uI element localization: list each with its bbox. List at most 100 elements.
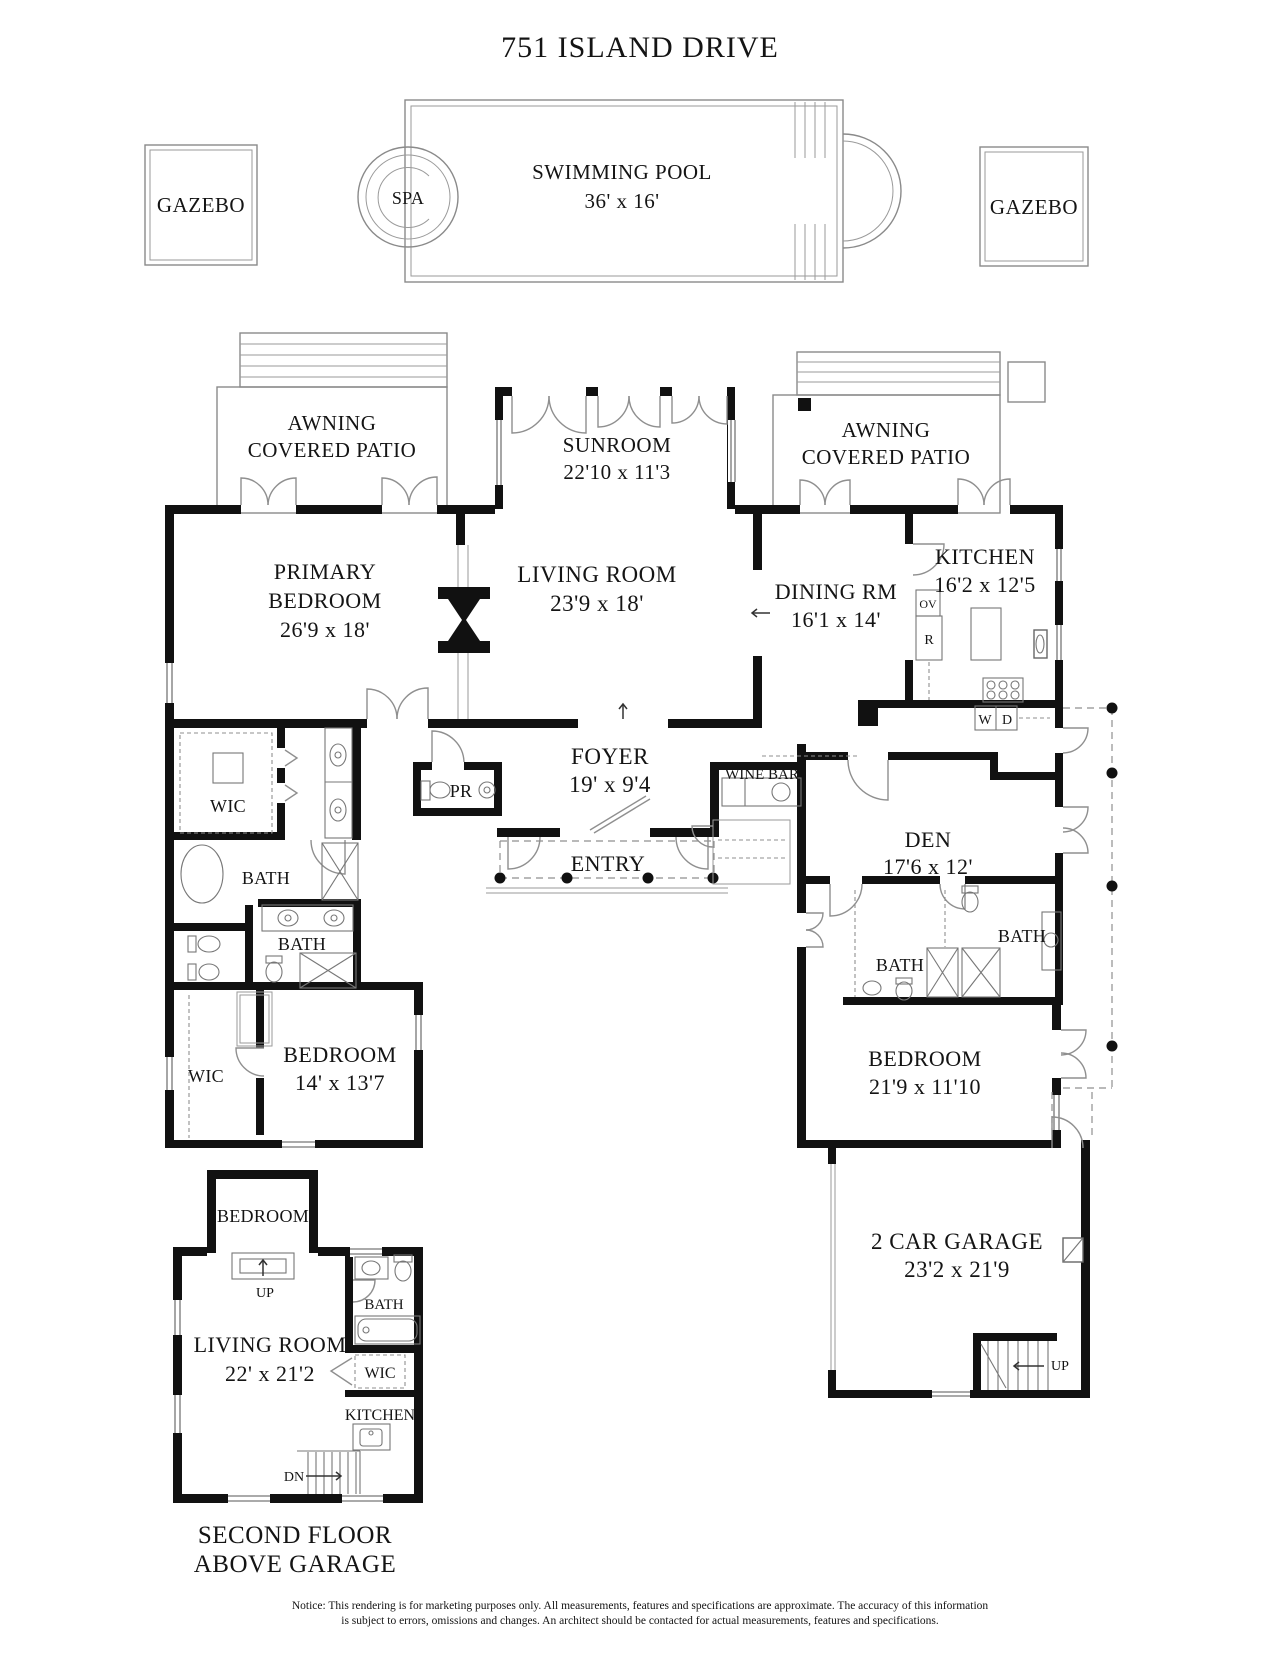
awning-patio-right-shape bbox=[1007, 361, 1046, 403]
windows-shape bbox=[1054, 549, 1064, 581]
walls-shape bbox=[165, 923, 253, 931]
windows-shape bbox=[494, 420, 504, 485]
awning-patio-right-shape bbox=[796, 351, 1001, 396]
gazebo-left-shape bbox=[144, 144, 258, 266]
hall-bath-fixtures-shape bbox=[265, 955, 283, 964]
den-label: DEN bbox=[905, 827, 952, 852]
laundry-fixtures: W D bbox=[974, 705, 1018, 731]
doors-shape bbox=[1062, 727, 1089, 754]
right-bath-fixtures-shape bbox=[961, 885, 979, 894]
doors-shape bbox=[589, 795, 647, 831]
walls-shape bbox=[165, 982, 423, 990]
direction-arrows-shape bbox=[258, 1258, 268, 1266]
powder-room-fixtures-shape bbox=[483, 786, 491, 794]
unit-fixtures-shape bbox=[394, 1260, 412, 1282]
direction-arrows-shape bbox=[335, 1471, 343, 1481]
walls-shape bbox=[277, 803, 285, 840]
primary-bath-fixtures bbox=[179, 727, 359, 981]
right-bath-fixtures-shape bbox=[926, 947, 959, 998]
windows-shape bbox=[172, 1300, 183, 1335]
windows-shape-shape bbox=[932, 1389, 970, 1399]
doors-shape bbox=[511, 395, 550, 434]
walls-shape bbox=[1055, 505, 1063, 728]
dining-room-dims: 16'1 x 14' bbox=[791, 607, 881, 632]
kitchen-fixtures-shape bbox=[1010, 680, 1020, 690]
walls-shape bbox=[1055, 853, 1063, 1005]
walls-shape bbox=[1010, 505, 1063, 514]
foyer-dims: 19' x 9'4 bbox=[569, 772, 651, 797]
walls-shape bbox=[428, 719, 578, 728]
walls-shape bbox=[413, 762, 432, 770]
unit-fixtures-shape bbox=[357, 1318, 418, 1342]
primary-bath-fixtures-shape bbox=[334, 806, 342, 814]
walls-shape bbox=[277, 768, 285, 783]
awning-patio-right: AWNING COVERED PATIO bbox=[772, 351, 1046, 514]
unit-fixtures-shape bbox=[354, 1315, 421, 1345]
walls-shape bbox=[1055, 753, 1063, 807]
unit-wic-label: WIC bbox=[364, 1365, 395, 1382]
walls-shape bbox=[753, 514, 762, 570]
fireplace-shape bbox=[438, 587, 490, 599]
walls-shape bbox=[207, 1170, 216, 1253]
swimming-pool-shape bbox=[410, 105, 838, 277]
bedroom3-label: BEDROOM bbox=[868, 1046, 982, 1071]
right-bath-fixtures-shape bbox=[961, 947, 1001, 998]
wic-hall-fixtures-shape bbox=[236, 991, 273, 1047]
walls-shape bbox=[797, 947, 806, 1148]
doors-shape bbox=[912, 543, 945, 576]
walls-shape bbox=[165, 505, 174, 1148]
walls-shape bbox=[710, 762, 719, 837]
right-bath-fixtures-shape bbox=[926, 947, 959, 998]
wic-primary-label: WIC bbox=[210, 796, 246, 816]
walls-shape bbox=[437, 505, 495, 514]
windows-shape bbox=[172, 1395, 183, 1433]
dryer-label: D bbox=[1002, 713, 1012, 728]
swimming-pool: SWIMMING POOL 36' x 16' bbox=[404, 99, 902, 283]
walls-shape bbox=[735, 505, 800, 514]
windows-shape-shape bbox=[413, 1015, 424, 1050]
powder-room-fixtures-shape bbox=[478, 781, 496, 799]
windows-shape-shape bbox=[342, 1493, 383, 1504]
walls-shape bbox=[858, 700, 878, 726]
primary-bath-fixtures-shape bbox=[329, 743, 347, 767]
windows-shape-shape bbox=[1051, 1095, 1062, 1130]
unit-fixtures-shape bbox=[354, 1354, 406, 1389]
second-floor-labels: BEDROOM UP LIVING ROOM 22' x 21'2 BATH W… bbox=[194, 1206, 416, 1578]
doors-shape bbox=[691, 825, 714, 848]
windows-shape-shape bbox=[350, 1246, 382, 1257]
gazebo-right-shape bbox=[984, 151, 1084, 262]
primary-bath-fixtures-shape bbox=[212, 752, 244, 784]
unit-fixtures-shape bbox=[362, 1326, 370, 1334]
unit-fixtures-shape bbox=[359, 1428, 383, 1447]
walls-shape bbox=[165, 719, 367, 728]
windows-shape-shape bbox=[228, 1493, 270, 1504]
gazebo-right-shape bbox=[979, 146, 1089, 267]
doors-shape bbox=[408, 476, 438, 506]
awning-patio-left-shape bbox=[239, 332, 448, 388]
powder-room-label: PR bbox=[450, 781, 473, 801]
hall-bath-fixtures-shape bbox=[261, 904, 354, 932]
doors-shape bbox=[1060, 1029, 1087, 1056]
direction-arrows-shape bbox=[618, 702, 628, 710]
direction-arrows-shape bbox=[1012, 1361, 1020, 1371]
walls-shape bbox=[668, 719, 753, 728]
walls-shape bbox=[650, 828, 719, 837]
walls-shape bbox=[850, 505, 958, 514]
powder-room-fixtures-shape bbox=[420, 780, 431, 801]
primary-bath-fixtures-shape bbox=[179, 732, 273, 834]
walls-shape bbox=[990, 752, 998, 780]
fireplace bbox=[438, 545, 490, 719]
walls-shape bbox=[173, 1494, 423, 1503]
unit-fixtures-shape bbox=[393, 1254, 413, 1263]
awning-left-label-1: AWNING bbox=[288, 411, 377, 435]
windows-shape bbox=[728, 420, 738, 482]
second-floor-caption-1: SECOND FLOOR bbox=[198, 1522, 392, 1549]
doors-shape bbox=[628, 395, 661, 428]
sunroom-label: SUNROOM bbox=[563, 433, 672, 457]
walls-shape bbox=[456, 514, 465, 545]
awning-patio-right-shape bbox=[798, 398, 811, 411]
plan-title: 751 ISLAND DRIVE bbox=[501, 31, 779, 64]
primary-bath-fixtures-shape bbox=[198, 963, 220, 981]
spa-shape bbox=[377, 167, 430, 228]
walls-shape bbox=[797, 744, 806, 913]
